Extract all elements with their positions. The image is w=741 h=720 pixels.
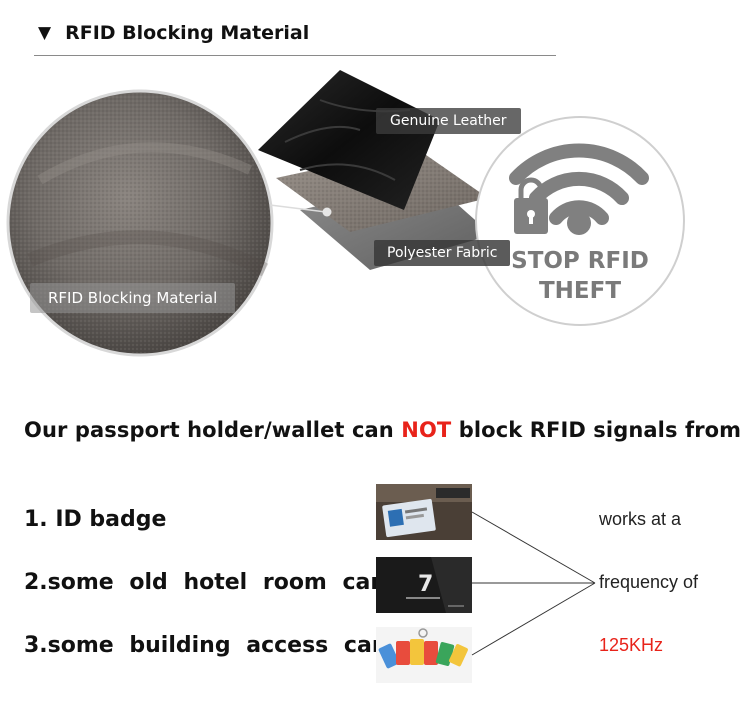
stop-rfid-line: STOP RFID [511,248,649,274]
fabric-closeup-circle [6,89,274,357]
access-cards-image [376,627,472,683]
material-diagram: Genuine Leather Polyester Fabric RFID Bl… [0,60,720,380]
wifi-lock-icon [509,143,649,235]
stop-rfid-theft-text: STOP RFID THEFT [494,246,666,306]
rfid-blocking-material-label: RFID Blocking Material [30,283,236,313]
statement-before: Our passport holder/wallet can [24,418,402,442]
limitation-statement: Our passport holder/wallet can NOT block… [24,418,741,442]
id-badge-image [376,484,472,540]
section-title: RFID Blocking Material [65,22,310,44]
material-illustration [6,70,685,357]
hotel-card-photo: 7 [376,557,472,613]
polyester-fabric-label: Polyester Fabric [374,240,511,266]
section-header: ▼ RFID Blocking Material [38,22,309,44]
stop-rfid-badge [475,116,685,326]
hotel-card-number: 7 [418,572,433,597]
item-id-badge: 1. ID badge [24,507,167,532]
header-divider [34,55,556,56]
frequency-line-2: frequency of [599,572,699,592]
item-access-cards: 3.some building access cards [24,633,412,658]
statement-highlight: NOT [401,418,452,442]
frequency-value: 125KHz [599,635,664,655]
genuine-leather-label: Genuine Leather [376,108,521,134]
access-cards-photo [376,627,472,683]
frequency-line-1: works at a [599,509,682,529]
id-badge-photo [376,484,472,540]
item-hotel-cards: 2.some old hotel room cards [24,570,411,595]
hotel-card-image: 7 [376,557,472,613]
triangle-down-icon: ▼ [38,22,52,43]
theft-line: THEFT [538,278,622,304]
statement-after: block RFID signals from [451,418,741,442]
